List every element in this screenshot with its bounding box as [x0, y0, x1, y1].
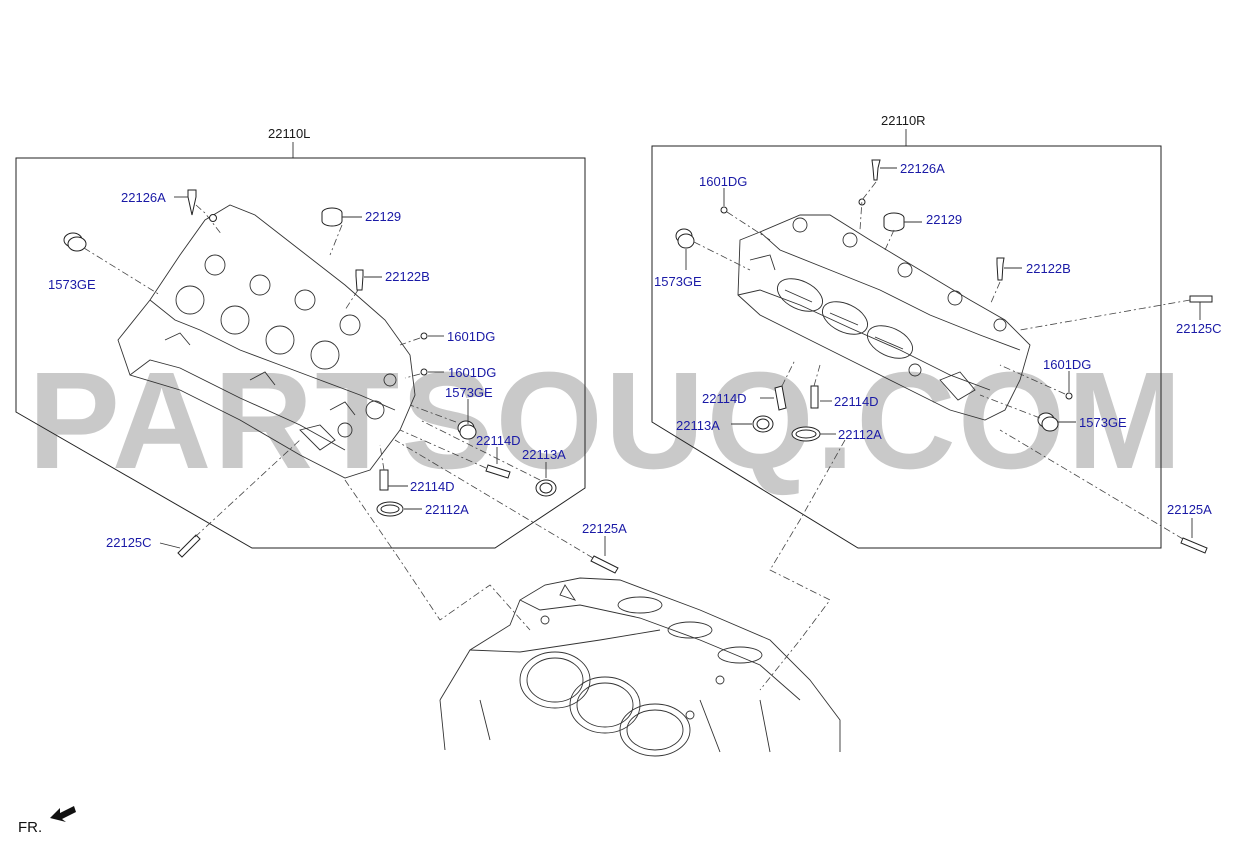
left-pin-22114d-2: [379, 469, 389, 491]
right-dowel-1601dg-2: [1065, 392, 1073, 400]
label-22129-right[interactable]: 22129: [926, 212, 962, 227]
left-stud-22125c: [177, 534, 201, 558]
label-1601dg-left-1[interactable]: 1601DG: [447, 329, 495, 344]
label-1573ge-right[interactable]: 1573GE: [654, 274, 702, 289]
right-cylinder-head-group: 22110R: [651, 113, 1213, 691]
left-seal-1573ge: [67, 236, 87, 252]
label-22114d-left-2[interactable]: 22114D: [410, 479, 455, 494]
left-plug-22129: [321, 207, 343, 227]
right-pin-22114d-1: [774, 385, 787, 411]
left-seal-1573ge-2: [459, 424, 477, 440]
label-22113a-left[interactable]: 22113A: [522, 447, 566, 462]
right-pin-22114d-2: [810, 385, 819, 409]
label-1573ge-left-2[interactable]: 1573GE: [445, 385, 493, 400]
right-stud-22125a: [1180, 537, 1208, 554]
left-stud-22125a: [590, 555, 619, 574]
label-22129-left[interactable]: 22129: [365, 209, 401, 224]
label-22125a-right[interactable]: 22125A: [1167, 502, 1212, 517]
right-group-title: 22110R: [881, 113, 926, 128]
label-22122b-left[interactable]: 22122B: [385, 269, 430, 284]
label-22122b-right[interactable]: 22122B: [1026, 261, 1071, 276]
left-group-frame: [15, 157, 586, 549]
label-1601dg-right-2[interactable]: 1601DG: [1043, 357, 1091, 372]
right-group-frame: [651, 145, 1162, 549]
label-22114d-right-2[interactable]: 22114D: [834, 394, 879, 409]
engine-block-sketch: [439, 577, 841, 757]
right-seal-1573ge: [677, 233, 695, 249]
label-22125a-left[interactable]: 22125A: [582, 521, 627, 536]
label-1601dg-right-top[interactable]: 1601DG: [699, 174, 747, 189]
left-dowel-1601dg-1: [420, 332, 428, 340]
right-seal-1573ge-2: [1041, 416, 1059, 432]
right-cylinder-head: [737, 214, 1031, 421]
left-cylinder-head-group: 22110L: [15, 126, 619, 631]
label-1601dg-left-2[interactable]: 1601DG: [448, 365, 496, 380]
watermark: PARTSOUQ.COM: [28, 344, 1184, 498]
left-bolt-22122b: [355, 269, 364, 291]
label-22125c-left[interactable]: 22125C: [106, 535, 152, 550]
label-22113a-right[interactable]: 22113A: [676, 418, 720, 433]
label-22126a-left[interactable]: 22126A: [121, 190, 166, 205]
label-22112a-right[interactable]: 22112A: [838, 427, 882, 442]
front-arrow-icon: [50, 806, 76, 822]
label-22114d-right-1[interactable]: 22114D: [702, 391, 747, 406]
label-1573ge-left[interactable]: 1573GE: [48, 277, 96, 292]
left-bolt-22126a: [187, 189, 197, 216]
label-22114d-left-1[interactable]: 22114D: [476, 433, 521, 448]
right-plug-22129: [883, 212, 905, 232]
label-22126a-right[interactable]: 22126A: [900, 161, 945, 176]
label-22112a-left[interactable]: 22112A: [425, 502, 469, 517]
left-dowel-1601dg-2: [420, 368, 428, 376]
left-group-title: 22110L: [268, 126, 310, 141]
right-bolt-22126a: [871, 159, 881, 181]
left-cylinder-head: [117, 204, 416, 479]
front-direction-label: FR.: [18, 819, 42, 836]
right-dowel-1601dg-top: [720, 206, 728, 214]
label-22125c-right[interactable]: 22125C: [1176, 321, 1222, 336]
right-bolt-22122b: [996, 257, 1005, 281]
left-pin-22114d-1: [485, 464, 511, 479]
label-1573ge-right-2[interactable]: 1573GE: [1079, 415, 1127, 430]
right-stud-22125c: [1189, 295, 1213, 303]
